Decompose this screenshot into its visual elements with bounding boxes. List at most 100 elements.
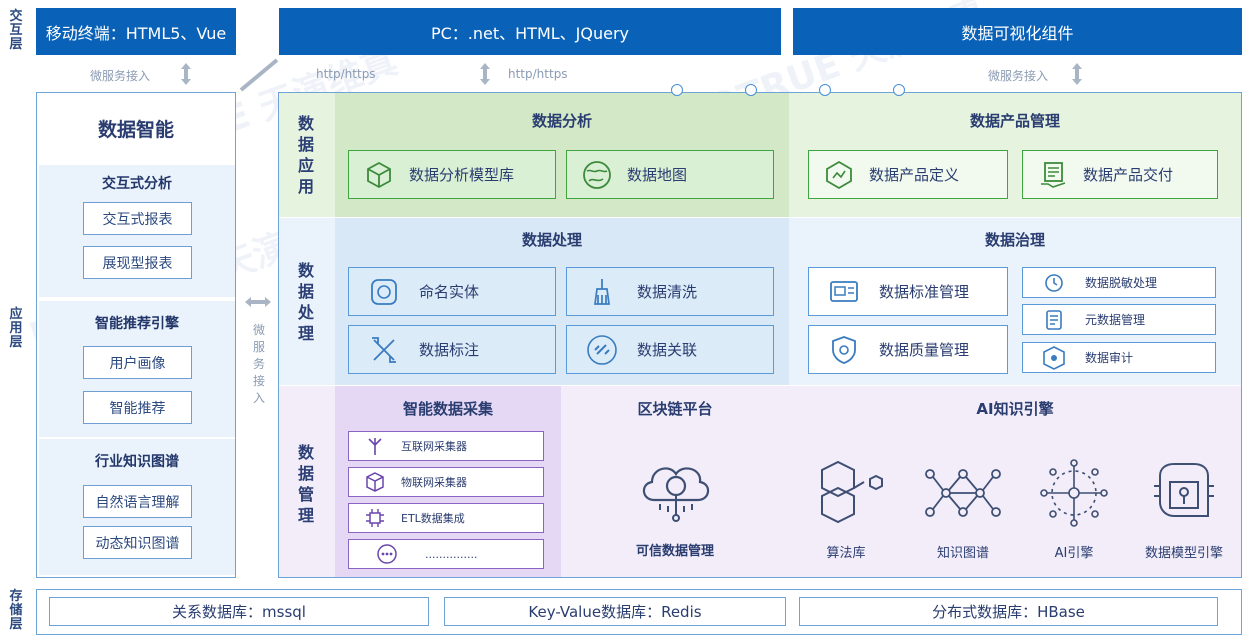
http-note-1: http/https [316,67,376,81]
diagonal-arrow-icon [239,58,279,92]
knowledge-graph-section: 行业知识图谱 自然语言理解 动态知识图谱 [39,439,235,575]
data-map-button[interactable]: 数据地图 [566,150,774,199]
document-hand-icon [1023,160,1083,190]
mobile-terminal-bar: 移动终端：HTML5、Vue [36,8,236,55]
fork-icon [349,435,401,457]
data-quality-button[interactable]: 数据质量管理 [808,325,1008,374]
data-model-engine-icon [1154,463,1214,517]
storage-layer-label: 存 储 层 [9,589,23,632]
microservice-note-left: 微服务接入 [90,69,151,83]
button-label: 数据审计 [1085,351,1134,365]
button-label: 数据标注 [419,341,480,359]
dynamic-kg-button[interactable]: 动态知识图谱 [83,526,192,559]
product-definition-button[interactable]: 数据产品定义 [808,150,1008,199]
section-title: 行业知识图谱 [95,454,179,470]
button-label: 数据关联 [637,341,698,359]
data-model-engine-label: 数据模型引擎 [1144,546,1223,561]
double-arrow-icon [1072,63,1082,85]
connector-node [893,84,905,96]
user-profile-button[interactable]: 用户画像 [83,346,192,379]
microservice-note-vertical: 微 服 务 接 入 [252,323,265,405]
button-label: 数据分析模型库 [409,166,515,184]
nlu-button[interactable]: 自然语言理解 [83,485,192,518]
algorithm-library-label: 算法库 [826,546,866,561]
cube-icon [349,160,409,190]
http-note-2: http/https [508,67,568,81]
brush-icon [567,277,637,307]
microservice-note-right: 微服务接入 [988,69,1049,83]
data-app-label: 数 据 应 用 [297,114,314,196]
trusted-data-label: 可信数据管理 [635,544,714,559]
hexagon-chart-icon [809,160,869,190]
algorithm-library-icon [821,460,883,524]
chip-icon [349,507,401,529]
button-label: 命名实体 [419,283,480,301]
data-association-button[interactable]: 数据关联 [566,325,774,374]
horizontal-arrow-icon [245,297,271,307]
data-standard-button[interactable]: 数据标准管理 [808,267,1008,316]
viz-components-bar: 数据可视化组件 [793,8,1242,55]
network-hex-icon [1023,345,1085,371]
cloud-magnifier-icon [642,467,710,522]
product-delivery-button[interactable]: 数据产品交付 [1022,150,1218,199]
ai-knowledge-title: AI知识引擎 [976,400,1054,418]
button-label: 元数据管理 [1085,313,1146,327]
globe-icon [567,159,627,191]
section-title: 交互式分析 [102,176,172,192]
tools-icon [349,335,419,365]
distributed-db-box: 分布式数据库：HBase [799,597,1218,626]
etl-integration-button[interactable]: ETL数据集成 [348,503,544,533]
button-label: 数据脱敏处理 [1085,276,1158,290]
data-cleaning-button[interactable]: 数据清洗 [566,267,774,316]
button-label: 数据地图 [627,166,688,184]
key-value-db-box: Key-Value数据库：Redis [444,597,786,626]
data-intelligence-title: 数据智能 [97,119,174,141]
iot-collector-button[interactable]: 物联网采集器 [348,467,544,497]
metadata-management-button[interactable]: 元数据管理 [1022,304,1216,335]
interactive-analysis-section: 交互式分析 交互式报表 展现型报表 [39,165,235,297]
double-arrow-icon [181,63,191,85]
ai-engine-label: AI引擎 [1054,546,1094,561]
button-label: ETL数据集成 [401,512,465,525]
shield-gear-icon [809,335,879,365]
section-title: 智能推荐引擎 [95,316,179,332]
named-entity-button[interactable]: 命名实体 [348,267,556,316]
smart-recommend-button[interactable]: 智能推荐 [83,391,192,424]
link-icon [567,334,637,366]
connector-node [819,84,831,96]
recommendation-engine-section: 智能推荐引擎 用户画像 智能推荐 [39,301,235,437]
data-proc-label: 数 据 处 理 [297,261,314,343]
card-icon [809,278,879,306]
knowledge-graph-icon [925,469,1001,517]
server-icon [1023,308,1085,332]
data-mgmt-label: 数 据 管 理 [297,443,314,525]
button-label: 数据清洗 [637,283,698,301]
button-label: 互联网采集器 [401,440,467,453]
button-label: 数据产品定义 [869,166,960,184]
interaction-layer-label: 交 互 层 [9,9,23,52]
clock-gear-icon [1023,271,1085,295]
data-product-title: 数据产品管理 [969,112,1060,130]
more-collectors-button[interactable]: ............... [348,539,544,569]
internet-collector-button[interactable]: 互联网采集器 [348,431,544,461]
button-label: 数据标准管理 [879,283,970,301]
data-labeling-button[interactable]: 数据标注 [348,325,556,374]
button-label: ............... [425,547,478,561]
button-label: 数据产品交付 [1083,166,1174,184]
interactive-report-button[interactable]: 交互式报表 [83,202,192,235]
button-label: 数据质量管理 [879,341,970,359]
connector-node [745,84,757,96]
analysis-model-library-button[interactable]: 数据分析模型库 [348,150,556,199]
relational-db-box: 关系数据库：mssql [49,597,429,626]
pc-bar: PC：.net、HTML、JQuery [279,8,781,55]
data-governance-title: 数据治理 [984,231,1045,249]
data-intelligence-panel: 数据智能 交互式分析 交互式报表 展现型报表 智能推荐引擎 用户画像 智能推荐 … [36,92,236,578]
data-masking-button[interactable]: 数据脱敏处理 [1022,267,1216,298]
box-icon [349,471,401,493]
button-label: 物联网采集器 [401,476,467,489]
smart-collection-title: 智能数据采集 [402,400,493,418]
data-audit-button[interactable]: 数据审计 [1022,342,1216,373]
display-report-button[interactable]: 展现型报表 [83,246,192,279]
target-icon [349,277,419,307]
double-arrow-icon [480,63,490,85]
